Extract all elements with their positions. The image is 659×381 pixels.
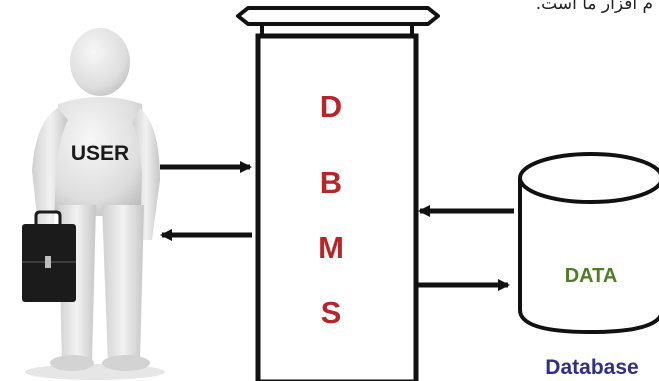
dbms-box [236, 6, 440, 381]
dbms-letter-m: M [318, 230, 344, 265]
user-figure [25, 28, 165, 380]
data-label: DATA [565, 265, 618, 287]
header-text: م افزار ما است. [535, 0, 653, 14]
dbms-letter-d: D [320, 89, 342, 124]
dbms-letter-b: B [320, 165, 342, 200]
user-label: USER [71, 142, 129, 165]
dbms-letter-s: S [321, 295, 342, 330]
briefcase-icon [22, 210, 76, 302]
database-caption: Database [545, 356, 638, 379]
database-cylinder-icon [518, 152, 659, 335]
